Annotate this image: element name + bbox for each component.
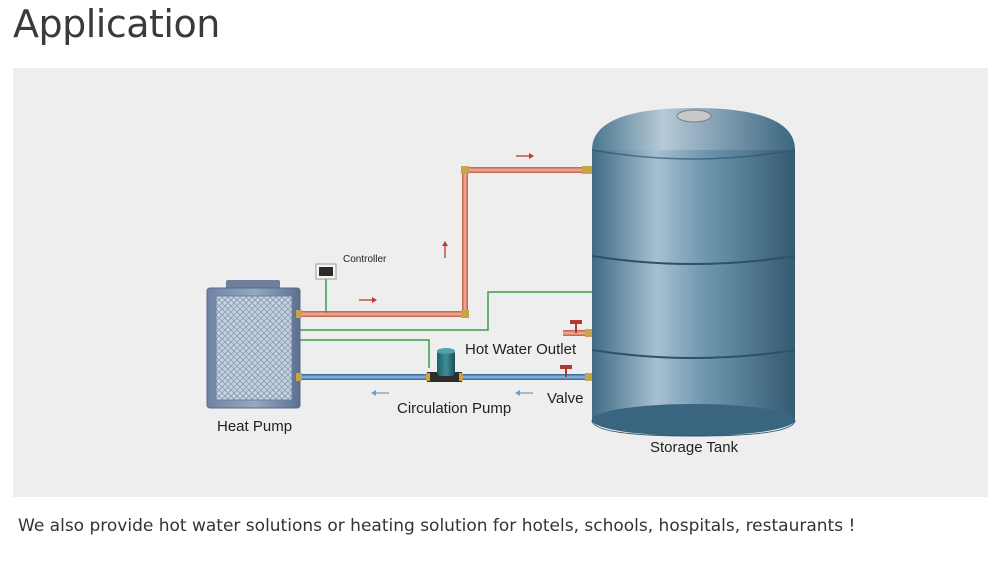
hot-water-outlet-label: Hot Water Outlet: [465, 341, 577, 358]
caption-text: We also provide hot water solutions or h…: [18, 516, 856, 536]
hot-water-supply-pipe: [300, 166, 592, 318]
pipe-fitting: [582, 166, 592, 174]
flow-arrows: [359, 153, 534, 396]
controller-label: Controller: [343, 254, 387, 265]
pipe-fitting: [461, 166, 469, 174]
hot-flow-arrow: [359, 297, 377, 303]
storage-tank: [591, 108, 796, 437]
cold-flow-arrow: [371, 390, 389, 396]
hot-flow-arrow: [442, 241, 448, 258]
valve-handle: [560, 365, 572, 369]
valve-label: Valve: [547, 390, 583, 407]
heat-pump-unit: [206, 280, 302, 409]
tank-top-opening: [676, 109, 712, 123]
pipe-fitting: [461, 310, 469, 318]
diagram-panel: Controller Hot Water Outlet Circulation …: [13, 68, 988, 497]
storage-tank-label: Storage Tank: [650, 439, 739, 456]
heat-pump-label: Heat Pump: [217, 418, 292, 435]
controller: [315, 263, 337, 280]
hot-water-outlet-pipe: [563, 320, 593, 337]
application-diagram: Controller Hot Water Outlet Circulation …: [206, 108, 796, 456]
pipe-fitting: [585, 373, 593, 381]
pipe-fitting: [585, 329, 593, 337]
hot-flow-arrow: [516, 153, 534, 159]
page-title: Application: [13, 2, 220, 46]
cold-flow-arrow: [515, 390, 533, 396]
circulation-pump: [426, 348, 463, 382]
circulation-pump-label: Circulation Pump: [397, 400, 511, 417]
outlet-valve-handle: [570, 320, 582, 324]
